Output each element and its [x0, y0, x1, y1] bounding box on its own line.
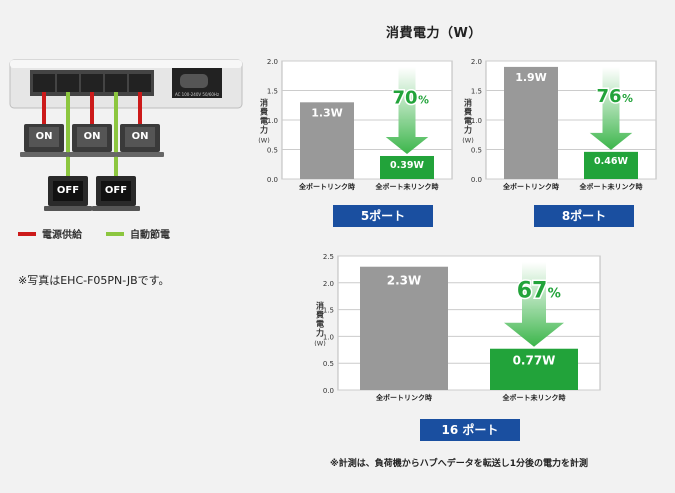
- y-axis-label-char: 力: [316, 328, 324, 338]
- y-tick-label: 0.0: [323, 387, 334, 395]
- y-axis-label-char: 消: [316, 301, 324, 311]
- x-tick-label: 全ポート未リンク時: [375, 182, 439, 191]
- port-label: 8ポート: [534, 205, 634, 227]
- y-axis-label-char: 力: [464, 125, 472, 135]
- y-axis-unit: (W): [462, 137, 474, 145]
- reduction-percent-sign: %: [622, 92, 633, 105]
- y-tick-label: 1.5: [267, 88, 278, 96]
- x-tick-label: 全ポート未リンク時: [502, 393, 566, 402]
- legend-swatch-power: [18, 231, 36, 236]
- x-tick-label: 全ポートリンク時: [502, 182, 559, 191]
- legend-swatch-save: [106, 231, 124, 236]
- y-tick-label: 0.5: [323, 360, 334, 368]
- bar-value-label: 1.3W: [311, 106, 343, 119]
- reduction-arrow: [504, 262, 564, 347]
- bar-value-label: 0.77W: [513, 354, 556, 368]
- chart-8-port: 0.0 0.5 1.0 1.5 2.0 消費電力 (W) 1.9W 全ポートリンク時 0.46W 全…: [454, 55, 664, 200]
- legend-label: 自動節電: [130, 230, 170, 241]
- y-axis-label-char: 電: [260, 116, 268, 126]
- y-axis-label-char: 費: [260, 107, 268, 117]
- reduction-percent: 67: [517, 279, 548, 304]
- laptop-on-label: ON: [29, 127, 59, 147]
- y-tick-label: 1.0: [323, 333, 334, 341]
- reduction-arrow: [385, 67, 429, 154]
- laptop-on-label: ON: [125, 127, 155, 147]
- y-axis-label-char: 電: [316, 319, 324, 329]
- y-tick-label: 1.0: [267, 117, 278, 125]
- y-axis-label-char: 電: [464, 116, 472, 126]
- reduction-percent: 70: [392, 88, 417, 109]
- y-tick-label: 2.0: [267, 58, 278, 66]
- chart-16-port: 0.0 0.5 1.0 1.5 2.0 2.5 消費電力 (W) 2.3W 全ポートリンク時 0.7…: [298, 248, 613, 408]
- legend: 電源供給 自動節電: [18, 226, 170, 241]
- bar: [380, 155, 434, 179]
- y-axis-unit: (W): [314, 340, 326, 348]
- laptop-off-label: OFF: [101, 181, 131, 201]
- bar: [504, 66, 558, 179]
- photo-note: ※写真はEHC-F05PN-JBです。: [18, 274, 170, 287]
- y-axis-label-char: 消: [260, 98, 268, 108]
- x-tick-label: 全ポートリンク時: [298, 182, 355, 191]
- port-label: 5ポート: [333, 205, 433, 227]
- reduction-percent-sign: %: [548, 287, 561, 302]
- y-tick-label: 0.0: [471, 176, 482, 184]
- bar-value-label: 0.46W: [594, 156, 628, 167]
- reduction-percent-sign: %: [418, 94, 429, 107]
- laptop-on-label: ON: [77, 127, 107, 147]
- reduction-arrow: [589, 67, 633, 150]
- y-tick-label: 1.5: [323, 307, 334, 315]
- chart-svg: 0.0 0.5 1.0 1.5 2.0 2.5 消費電力 (W) 2.3W 全ポートリンク時 0.7…: [314, 253, 601, 402]
- port-label: 16 ポート: [420, 419, 520, 441]
- page-title: 消費電力（W）: [386, 26, 482, 41]
- y-tick-label: 1.5: [471, 88, 482, 96]
- y-tick-label: 2.0: [323, 280, 334, 288]
- svg-text:AC 100-240V 50/60Hz: AC 100-240V 50/60Hz: [175, 92, 219, 97]
- chart-svg: 0.0 0.5 1.0 1.5 2.0 消費電力 (W) 1.9W 全ポートリンク時 0.46W 全…: [462, 58, 657, 191]
- y-tick-label: 0.0: [267, 176, 278, 184]
- y-tick-label: 2.0: [471, 58, 482, 66]
- port-block: [30, 70, 154, 96]
- y-tick-label: 0.5: [267, 147, 278, 155]
- bar-value-label: 0.39W: [390, 160, 424, 171]
- chart-5-port: 0.0 0.5 1.0 1.5 2.0 消費電力 (W) 1.3W 全ポートリンク時 0.39W 全…: [250, 55, 460, 200]
- laptop-off-label: OFF: [53, 181, 83, 201]
- bar: [584, 151, 638, 179]
- y-axis-label-char: 費: [464, 107, 472, 117]
- chart-svg: 0.0 0.5 1.0 1.5 2.0 消費電力 (W) 1.3W 全ポートリンク時 0.39W 全…: [258, 58, 453, 191]
- footnote: ※計測は、負荷機からハブへデータを転送し1分後の電力を計測: [330, 459, 589, 469]
- y-tick-label: 1.0: [471, 117, 482, 125]
- bar-value-label: 1.9W: [515, 71, 547, 84]
- bar: [300, 102, 354, 179]
- y-axis-label-char: 力: [260, 125, 268, 135]
- x-tick-label: 全ポート未リンク時: [579, 182, 643, 191]
- bar-value-label: 2.3W: [387, 274, 422, 288]
- y-tick-label: 2.5: [323, 253, 334, 261]
- x-tick-label: 全ポートリンク時: [375, 393, 432, 402]
- legend-label: 電源供給: [42, 230, 82, 241]
- reduction-percent: 76: [596, 86, 621, 107]
- bar: [360, 266, 448, 390]
- y-axis-label-char: 消: [464, 98, 472, 108]
- y-axis-unit: (W): [258, 137, 270, 145]
- y-axis-label-char: 費: [316, 310, 324, 320]
- y-tick-label: 0.5: [471, 147, 482, 155]
- bar: [490, 348, 578, 390]
